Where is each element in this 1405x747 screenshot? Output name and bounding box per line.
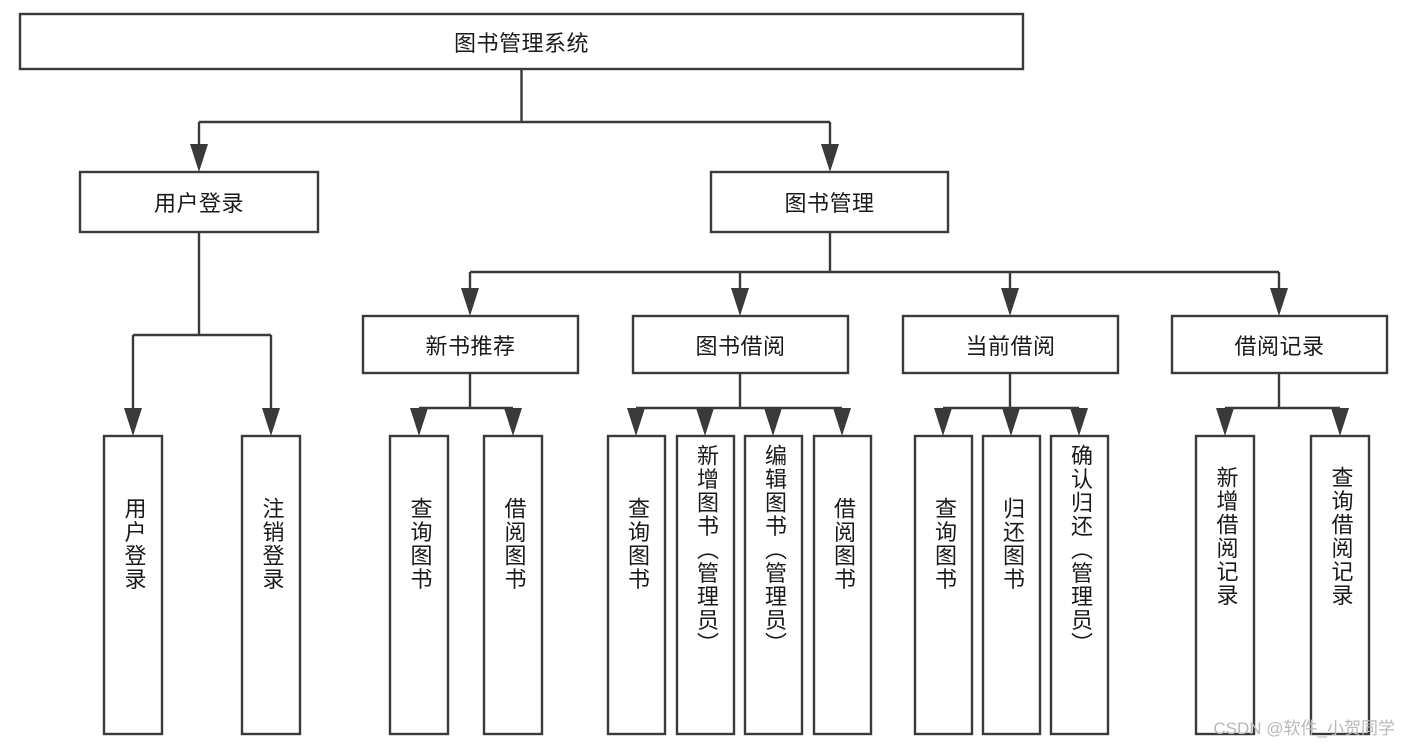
node-box-root[interactable] [18,12,1025,71]
connector-group-currentborrow [934,373,1088,436]
node-box-leaf-query-book-recommend[interactable] [388,434,450,736]
node-box-leaf-return-book[interactable] [981,434,1042,736]
node-box-current-borrow[interactable] [901,314,1120,375]
arrow-head-new-book-recommend [461,288,479,316]
arrow-head-leaf-query-book-current [934,408,952,436]
node-box-new-book-recommend[interactable] [361,314,580,375]
arrow-head-leaf-borrow-book-recommend [504,408,522,436]
node-box-leaf-confirm-return[interactable] [1049,434,1110,736]
node-box-book-borrow[interactable] [631,314,850,375]
arrow-head-current-borrow [1001,288,1019,316]
arrow-head-leaf-return-book [1002,408,1020,436]
node-box-leaf-logout[interactable] [240,434,302,736]
arrow-head-leaf-user-login [124,408,142,436]
connector-group-bookmanage [461,232,1288,316]
arrow-head-leaf-query-borrow-record [1331,408,1349,436]
node-box-borrow-record[interactable] [1170,314,1389,375]
node-box-book-manage[interactable] [709,170,950,234]
node-box-leaf-add-book[interactable] [675,434,736,736]
node-box-leaf-query-book-borrow[interactable] [606,434,667,736]
connector-group-userlogin [124,232,280,436]
connector-group-borrowrecord [1216,373,1349,436]
connector-group-newbook [410,373,522,436]
node-box-leaf-add-borrow-record[interactable] [1194,434,1256,736]
arrow-head-borrow-record [1270,288,1288,316]
connector-group-bookborrow [627,373,851,436]
node-box-user-login[interactable] [78,170,320,234]
node-box-leaf-borrow-book[interactable] [812,434,873,736]
arrow-head-leaf-query-book-borrow [627,408,645,436]
arrow-head-userlogin [190,144,208,172]
connector-group-root [190,69,839,172]
node-box-leaf-query-book-current[interactable] [913,434,974,736]
arrow-head-leaf-borrow-book [833,408,851,436]
arrow-head-leaf-query-book-recommend [410,408,428,436]
arrow-head-leaf-confirm-return [1070,408,1088,436]
node-box-leaf-edit-book[interactable] [743,434,804,736]
arrow-head-book-borrow [731,288,749,316]
node-box-leaf-query-borrow-record[interactable] [1309,434,1371,736]
arrow-head-bookmanage [821,144,839,172]
arrow-head-leaf-add-borrow-record [1216,408,1234,436]
node-box-leaf-user-login[interactable] [102,434,164,736]
arrow-head-leaf-add-book [696,408,714,436]
arrow-head-leaf-logout [262,408,280,436]
node-box-leaf-borrow-book-recommend[interactable] [482,434,544,736]
arrow-head-leaf-edit-book [764,408,782,436]
